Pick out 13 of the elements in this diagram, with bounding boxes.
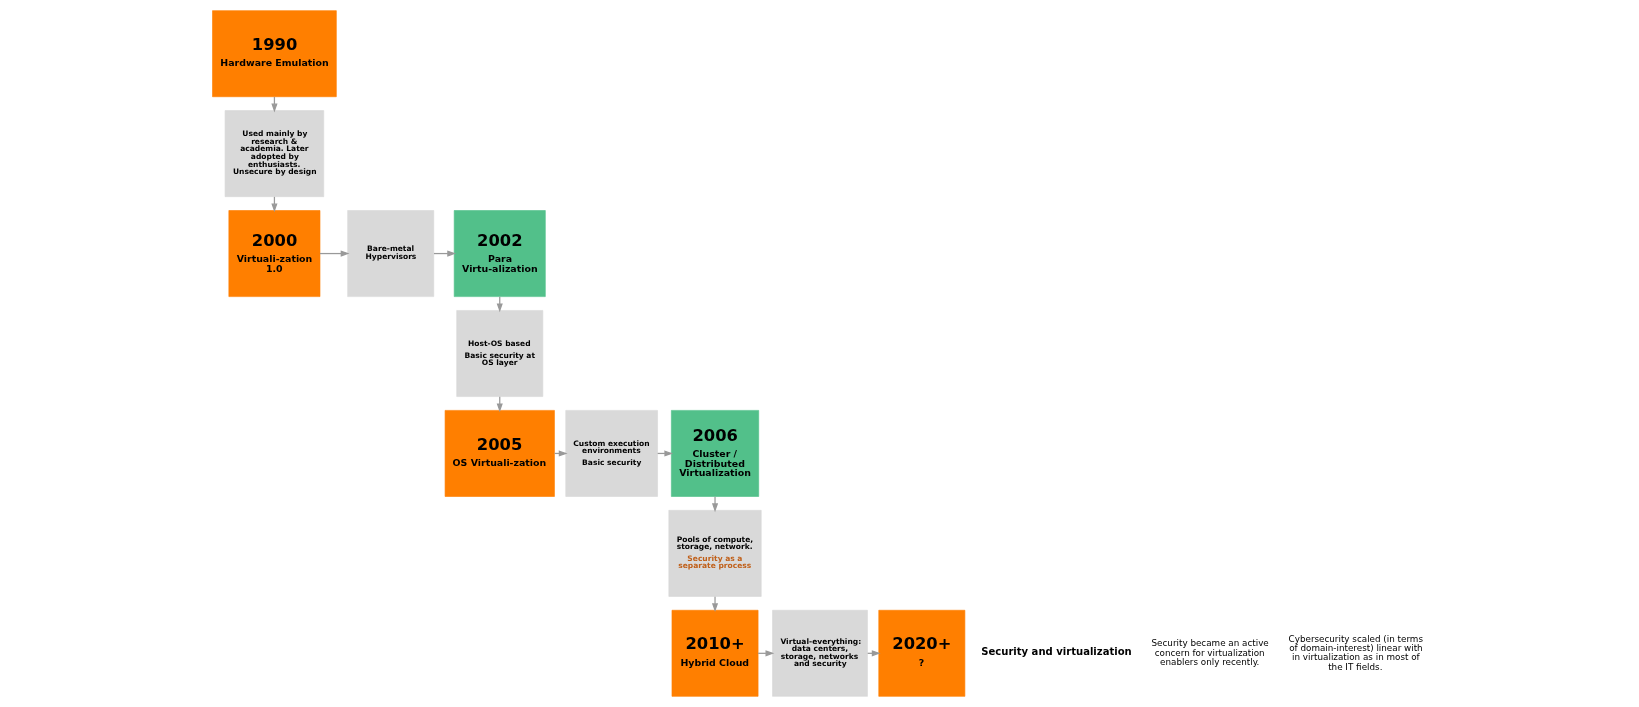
node-box: 2006 Cluster / Distributed Virtualization [670,410,759,497]
arrow [711,496,718,513]
node-box: 2020+ ? [877,609,965,697]
arrow [318,250,349,257]
arrow [711,596,718,613]
node-box: 2002 Para Virtu-alization [453,210,546,297]
node-box: 2005 OS Virtuali-zation [444,410,555,497]
node-box: 2000 Virtuali-zation 1.0 [228,210,320,297]
label: Security became an active concern for virtualization enablers only recently. [1151,638,1269,668]
node-box: 2010+ Hybrid Cloud [671,609,758,697]
label: Cybersecurity scaled (in terms of domain-interest) linear with in virtualization as in most of the IT fields. [1288,633,1423,672]
node-box: 1990 Hardware Emulation [211,10,337,98]
label: Security and virtualization [980,646,1132,658]
